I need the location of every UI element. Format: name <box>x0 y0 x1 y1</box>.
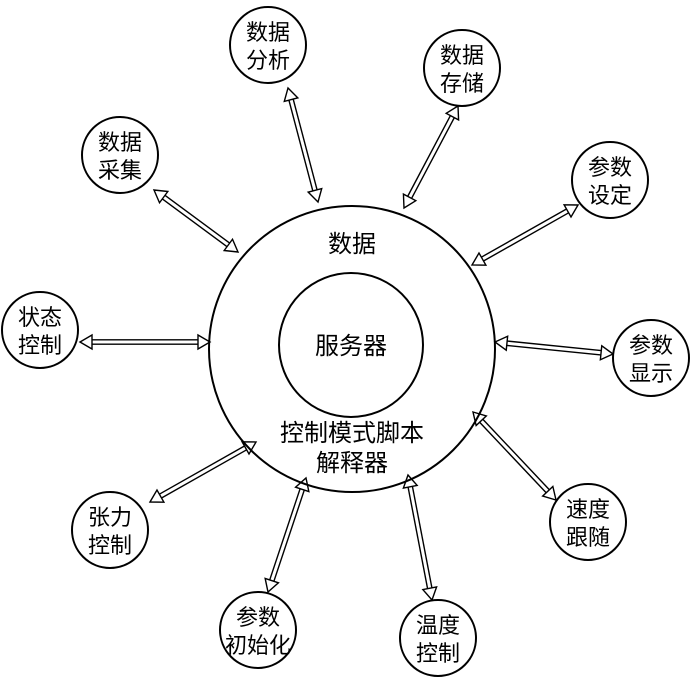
node-label-line1: 数据 <box>98 131 142 156</box>
bidirectional-arrow-speed-follow <box>472 410 557 502</box>
outer-bottom-label-1: 控制模式脚本 <box>280 419 424 447</box>
arrowhead-icon <box>283 86 300 103</box>
node-label-line2: 存储 <box>440 72 484 97</box>
bidirectional-arrow-data-analysis <box>283 86 323 204</box>
outer-circle <box>208 205 496 493</box>
arrowhead-icon <box>541 485 557 502</box>
arrowhead-icon <box>78 333 93 351</box>
node-label-line2: 采集 <box>98 159 142 184</box>
node-label-line1: 速度 <box>566 498 610 523</box>
arrowhead-icon <box>402 192 418 210</box>
arrowhead-icon <box>148 488 166 503</box>
node-label-line1: 温度 <box>416 614 460 639</box>
outer-bottom-label-2: 解释器 <box>316 449 388 477</box>
arrowhead-icon <box>599 344 615 361</box>
arrowhead-icon <box>197 333 212 351</box>
node-label-line2: 跟随 <box>566 526 610 551</box>
node-label-line1: 数据 <box>246 21 290 46</box>
node-label-line2: 控制 <box>88 534 132 559</box>
node-label-line2: 控制 <box>416 642 460 667</box>
node-label-line2: 设定 <box>588 184 632 209</box>
arrowhead-icon <box>264 577 280 594</box>
arrowhead-icon <box>470 251 488 266</box>
node-label-line1: 张力 <box>88 506 132 531</box>
arrowhead-icon <box>444 104 460 122</box>
bidirectional-arrow-data-storage <box>402 104 460 210</box>
node-label-line1: 数据 <box>440 44 484 69</box>
node-label-line1: 参数 <box>629 334 673 359</box>
node-label-line1: 状态 <box>18 306 62 331</box>
bidirectional-arrow-data-collection <box>152 189 240 253</box>
arrowhead-icon <box>562 204 580 219</box>
arrowhead-icon <box>493 335 509 352</box>
bidirectional-arrow-temp-control <box>402 473 438 602</box>
arrowhead-icon <box>306 187 323 204</box>
arrowhead-icon <box>421 585 438 602</box>
bidirectional-arrow-state-control <box>78 333 212 351</box>
bidirectional-arrow-param-setting <box>470 204 580 266</box>
node-label-line1: 参数 <box>236 606 280 631</box>
inner-label: 服务器 <box>315 332 387 360</box>
node-label-line2: 分析 <box>246 49 290 74</box>
outer-top-label: 数据 <box>328 230 376 258</box>
inner-circle <box>278 272 424 418</box>
bidirectional-arrow-param-init <box>264 476 310 594</box>
bidirectional-arrow-param-display <box>493 335 615 361</box>
arrowhead-icon <box>152 189 170 205</box>
node-label-line1: 参数 <box>588 156 632 181</box>
arrowhead-icon <box>222 237 240 253</box>
node-label-line2: 初始化 <box>225 634 291 659</box>
node-label-line2: 控制 <box>18 334 62 359</box>
node-label-line2: 显示 <box>629 362 673 387</box>
bidirectional-arrow-tension-control <box>148 441 258 503</box>
